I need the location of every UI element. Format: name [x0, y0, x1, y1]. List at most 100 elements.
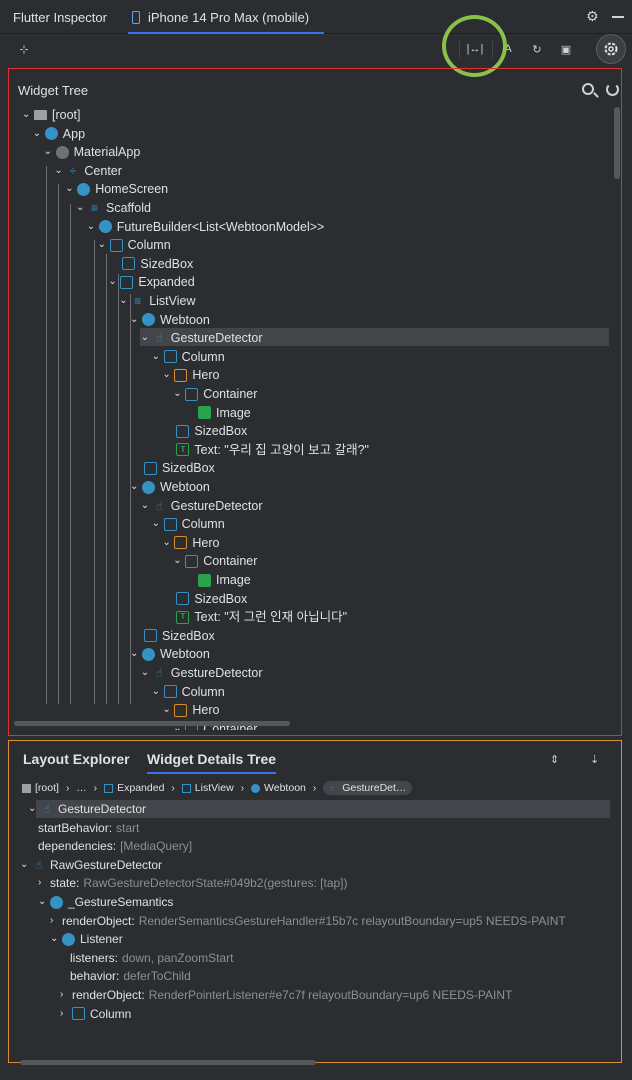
- tree-row[interactable]: ⌄Column: [152, 348, 225, 366]
- tree-row[interactable]: ⌄Column: [152, 515, 225, 533]
- vertical-scrollbar[interactable]: [614, 107, 620, 179]
- tab-widget-details-tree[interactable]: Widget Details Tree: [147, 751, 277, 774]
- tree-row[interactable]: Image: [184, 571, 251, 589]
- tree-row[interactable]: ⌄Webtoon: [130, 645, 210, 663]
- chevron-down-icon[interactable]: ⌄: [76, 202, 85, 213]
- tree-row[interactable]: ⌄Hero: [162, 534, 219, 552]
- breadcrumb-item[interactable]: ListView: [181, 782, 234, 794]
- chevron-down-icon[interactable]: ⌄: [173, 722, 182, 730]
- details-row[interactable]: ⌄_GestureSemantics: [38, 893, 177, 911]
- tree-row[interactable]: ⌄Webtoon: [130, 478, 210, 496]
- details-row[interactable]: ⌄☝GestureDetector: [28, 800, 150, 818]
- breadcrumb-item[interactable]: Webtoon: [251, 782, 306, 794]
- tree-row[interactable]: SizedBox: [162, 590, 247, 608]
- refresh-icon[interactable]: [606, 83, 619, 96]
- tree-row[interactable]: ⌄FutureBuilder<List<WebtoonModel>>: [87, 218, 325, 236]
- chevron-down-icon[interactable]: ⌄: [140, 667, 150, 678]
- breadcrumb-item[interactable]: …: [76, 782, 87, 794]
- chevron-down-icon[interactable]: ⌄: [20, 858, 29, 870]
- details-row[interactable]: ⌄Listener: [50, 930, 127, 948]
- tree-row[interactable]: ⌄MaterialApp: [44, 143, 141, 161]
- chevron-down-icon[interactable]: ⌄: [50, 933, 59, 945]
- tree-row[interactable]: ⌄Column: [98, 236, 171, 254]
- breadcrumb-item[interactable]: Expanded: [104, 782, 164, 794]
- show-baselines-button[interactable]: A: [496, 38, 520, 60]
- select-widget-mode-button[interactable]: ⊹: [12, 38, 36, 60]
- chevron-down-icon[interactable]: ⌄: [151, 350, 160, 362]
- tree-row[interactable]: ⌄Container: [173, 385, 257, 403]
- tab-flutter-inspector[interactable]: Flutter Inspector: [13, 10, 107, 25]
- tree-row[interactable]: ⌄Container: [173, 552, 257, 570]
- chevron-down-icon[interactable]: ⌄: [173, 388, 182, 399]
- collapse-all-icon[interactable]: ⇣: [590, 754, 600, 766]
- highlight-repaints-button[interactable]: ↻: [525, 38, 549, 60]
- chevron-down-icon[interactable]: ⌄: [65, 183, 74, 195]
- tree-row[interactable]: ⌄☝GestureDetector: [141, 497, 263, 515]
- tree-row[interactable]: ⌄☝GestureDetector: [141, 329, 263, 347]
- chevron-down-icon[interactable]: ⌄: [28, 803, 37, 814]
- details-row[interactable]: ⌄☝RawGestureDetector: [20, 856, 166, 874]
- tree-row[interactable]: ⌄≡ListView: [119, 292, 195, 310]
- chevron-down-icon[interactable]: ⌄: [162, 536, 171, 548]
- chevron-right-icon[interactable]: ›: [60, 989, 64, 1000]
- chevron-down-icon[interactable]: ⌄: [130, 481, 139, 492]
- chevron-down-icon[interactable]: ⌄: [38, 896, 47, 907]
- tab-device[interactable]: iPhone 14 Pro Max (mobile): [128, 0, 324, 34]
- details-row[interactable]: ›Column: [60, 1005, 135, 1023]
- highlight-images-button[interactable]: ▣: [554, 38, 578, 60]
- details-row[interactable]: dependencies:[MediaQuery]: [38, 837, 192, 855]
- chevron-down-icon[interactable]: ⌄: [108, 276, 117, 288]
- tree-row[interactable]: SizedBox: [130, 459, 215, 477]
- tree-row[interactable]: ⌄HomeScreen: [65, 180, 168, 198]
- chevron-down-icon[interactable]: ⌄: [32, 127, 42, 139]
- tree-row[interactable]: ⌄[root]: [22, 106, 81, 124]
- tree-row[interactable]: SizedBox: [162, 422, 247, 440]
- tree-row[interactable]: ⌄Column: [152, 683, 225, 701]
- tree-row[interactable]: SizedBox: [130, 627, 215, 645]
- settings-button[interactable]: [596, 34, 626, 64]
- chevron-down-icon[interactable]: ⌄: [151, 518, 160, 530]
- details-row[interactable]: ›renderObject:RenderSemanticsGestureHand…: [50, 912, 566, 930]
- chevron-down-icon[interactable]: ⌄: [151, 685, 160, 697]
- details-horizontal-scrollbar[interactable]: [20, 1060, 316, 1065]
- chevron-right-icon[interactable]: ›: [60, 1007, 64, 1019]
- tree-row[interactable]: ⌄App: [33, 125, 85, 143]
- details-row[interactable]: ›renderObject:RenderPointerListener#e7c7…: [60, 986, 512, 1004]
- chevron-down-icon[interactable]: ⌄: [130, 313, 139, 325]
- tree-row[interactable]: ⌄Webtoon: [130, 311, 210, 329]
- details-row[interactable]: behavior:deferToChild: [70, 967, 191, 985]
- expand-all-icon[interactable]: ⇕: [550, 754, 560, 766]
- tree-row[interactable]: SizedBox: [108, 255, 193, 273]
- chevron-right-icon[interactable]: ›: [38, 877, 42, 889]
- tree-row[interactable]: ⌄≡Scaffold: [76, 199, 151, 217]
- tree-row[interactable]: ⌄Expanded: [108, 273, 194, 291]
- minimize-icon[interactable]: [612, 15, 624, 18]
- chevron-down-icon[interactable]: ⌄: [86, 220, 96, 232]
- chevron-down-icon[interactable]: ⌄: [162, 704, 171, 716]
- chevron-down-icon[interactable]: ⌄: [97, 239, 106, 251]
- tree-row[interactable]: ⌄Hero: [162, 701, 219, 719]
- details-row[interactable]: listeners:down, panZoomStart: [70, 949, 233, 967]
- search-icon[interactable]: [582, 83, 594, 95]
- chevron-down-icon[interactable]: ⌄: [140, 499, 150, 511]
- chevron-down-icon[interactable]: ⌄: [162, 369, 171, 381]
- tree-row[interactable]: ⌄☝GestureDetector: [141, 664, 263, 682]
- chevron-down-icon[interactable]: ⌄: [43, 146, 52, 158]
- tree-row[interactable]: ⌄÷Center: [54, 162, 122, 180]
- tab-layout-explorer[interactable]: Layout Explorer: [23, 751, 130, 767]
- chevron-down-icon[interactable]: ⌄: [22, 109, 31, 120]
- tree-row[interactable]: ⌄Hero: [162, 366, 219, 384]
- chevron-right-icon[interactable]: ›: [50, 914, 54, 926]
- breadcrumb-item[interactable]: ☝GestureDet…: [323, 781, 413, 795]
- chevron-down-icon[interactable]: ⌄: [140, 332, 150, 344]
- horizontal-scrollbar[interactable]: [14, 721, 290, 726]
- breadcrumb-item[interactable]: [root]: [22, 782, 59, 794]
- details-row[interactable]: ›state:RawGestureDetectorState#049b2(ges…: [38, 874, 348, 892]
- chevron-down-icon[interactable]: ⌄: [130, 648, 139, 660]
- details-row[interactable]: startBehavior:start: [38, 819, 139, 837]
- chevron-down-icon[interactable]: ⌄: [54, 164, 63, 176]
- chevron-down-icon[interactable]: ⌄: [173, 555, 182, 567]
- chevron-down-icon[interactable]: ⌄: [119, 295, 128, 306]
